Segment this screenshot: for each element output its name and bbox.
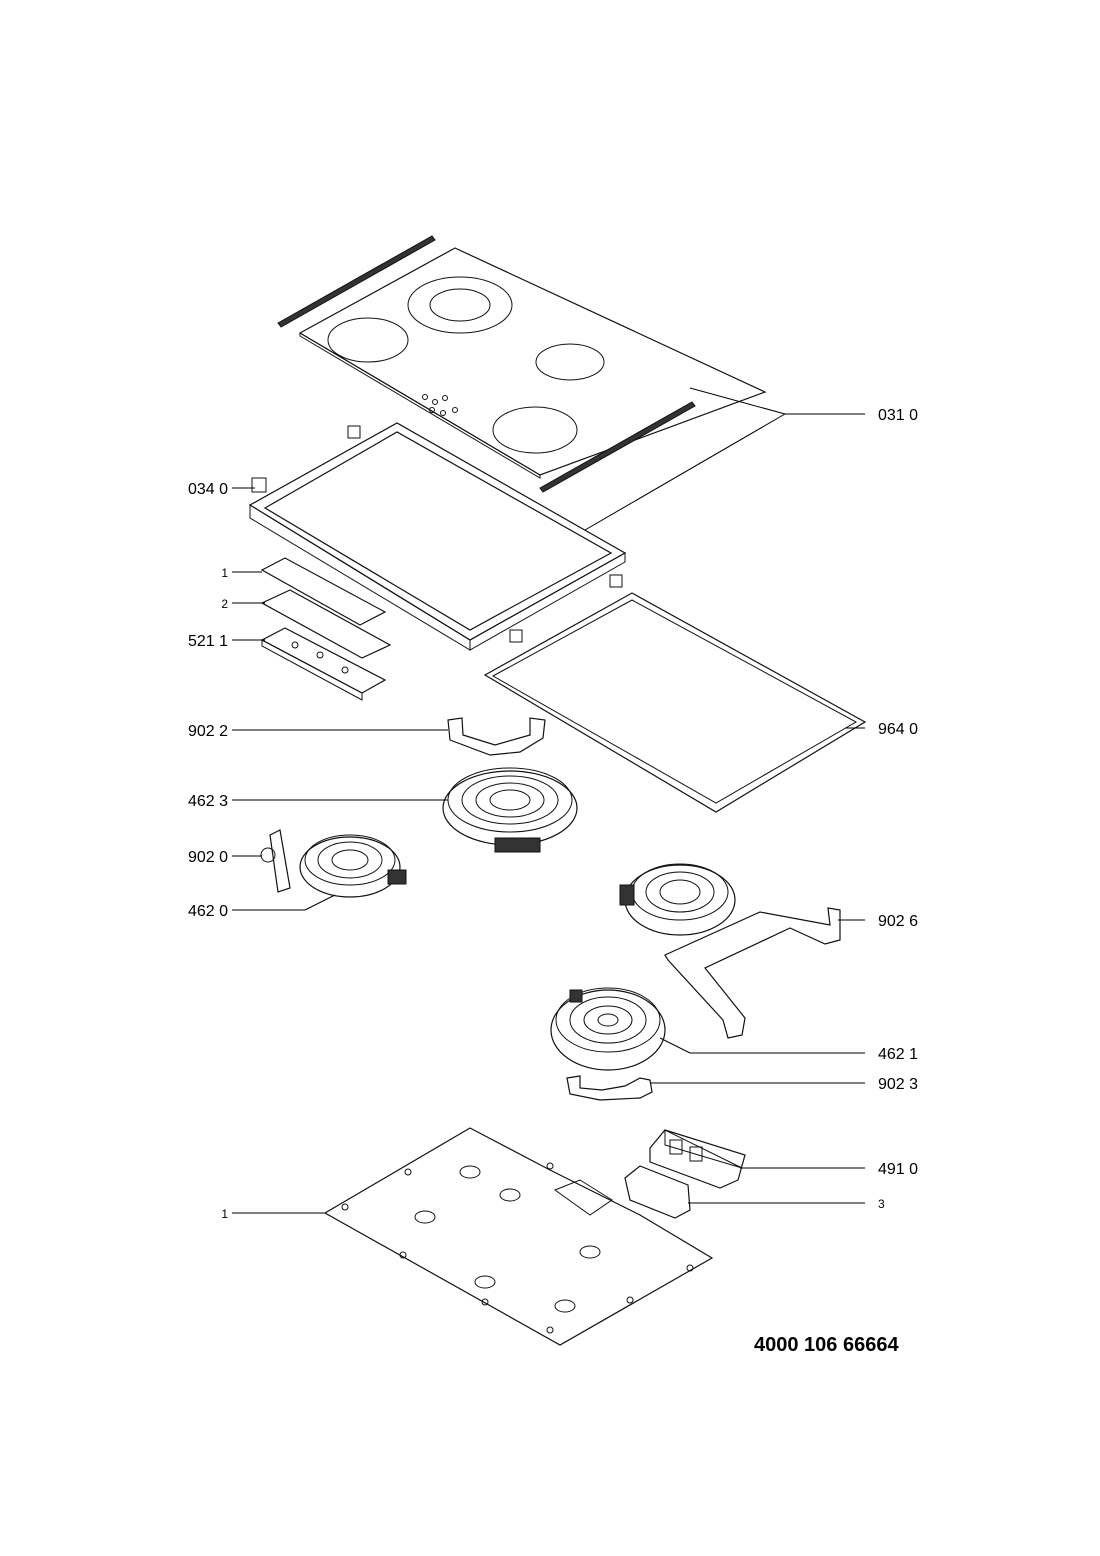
control-bracket-part xyxy=(260,557,387,626)
heater-large-part xyxy=(442,767,578,853)
callout-heater-medium: 462 1 xyxy=(878,1046,918,1063)
callout-control-cover: 2 xyxy=(221,597,228,611)
heater-upper-right-part xyxy=(619,863,736,936)
callout-seal-gasket: 964 0 xyxy=(878,721,918,738)
callout-terminal-box: 3 xyxy=(878,1197,885,1211)
heater-small-part xyxy=(299,834,407,898)
callout-heater-bracket-a: 902 2 xyxy=(188,723,228,740)
heater-bracket-d-part xyxy=(566,1075,653,1101)
callout-base-plate: 1 xyxy=(221,1207,228,1221)
leader-lines xyxy=(232,387,865,1214)
callout-heater-bracket-d: 902 3 xyxy=(878,1076,918,1093)
heater-bracket-b-part xyxy=(260,829,291,893)
callout-heater-bracket-b: 902 0 xyxy=(188,849,228,866)
callout-terminal-block: 491 0 xyxy=(878,1161,918,1178)
callout-labels: 031 0 034 0 1 2 521 1 902 2 964 0 462 3 … xyxy=(188,407,918,1221)
seal-gasket-part xyxy=(483,592,867,813)
terminal-block-part xyxy=(649,1129,746,1189)
frame-part xyxy=(248,422,627,651)
callout-control-bracket: 1 xyxy=(221,566,228,580)
callout-bracket-clip: 034 0 xyxy=(188,481,228,498)
callout-heater-small: 462 0 xyxy=(188,903,228,920)
callout-glass-top: 031 0 xyxy=(878,407,918,424)
heater-bracket-c-part xyxy=(664,907,841,1039)
callout-control-board: 521 1 xyxy=(188,633,228,650)
touch-control-dots xyxy=(422,394,458,416)
base-plate-part xyxy=(323,1127,714,1346)
heater-bracket-a-part xyxy=(447,717,546,756)
heater-medium-part xyxy=(550,987,666,1071)
callout-heater-large: 462 3 xyxy=(188,793,228,810)
terminal-box-part xyxy=(624,1165,691,1219)
document-number: 4000 106 66664 xyxy=(754,1334,899,1356)
glass-top-part xyxy=(277,235,767,493)
control-board-part xyxy=(260,627,387,701)
callout-heater-bracket-c: 902 6 xyxy=(878,913,918,930)
control-cover-part xyxy=(260,589,392,659)
